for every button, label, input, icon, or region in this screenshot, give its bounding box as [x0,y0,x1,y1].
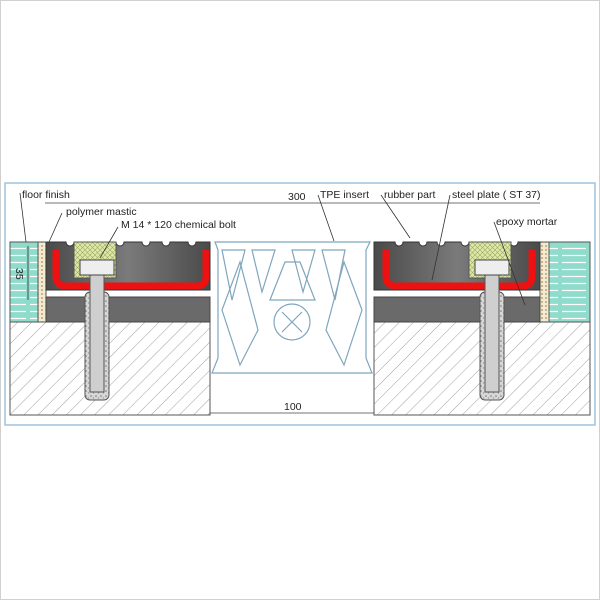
steel-plate-left [52,250,210,290]
bolt-nut-left [79,259,115,276]
drawing-frame [4,182,596,426]
dimension-100: 100 [284,401,302,413]
label-polymer-mastic: polymer mastic [66,206,137,218]
polymer-mastic-right [539,241,550,323]
label-chemical-bolt: M 14 * 120 chemical bolt [121,219,236,231]
leader-lines [19,192,526,306]
bolt-nut-right [474,259,510,276]
label-rubber-part: rubber part [384,189,435,201]
concrete-left [9,321,211,416]
chemical-bolt-left [89,261,105,393]
polymer-mastic-left [37,241,47,323]
label-epoxy-mortar: epoxy mortar [496,216,558,228]
dimension-300: 300 [288,191,306,203]
epoxy-mortar-right [373,296,541,323]
steel-plate-right [382,250,536,290]
chemical-bolt-right [484,261,500,393]
dimension-35: 35 [13,268,25,280]
label-steel-plate: steel plate ( ST 37) [452,189,541,201]
label-tpe-insert: TPE insert [320,189,369,201]
floor-finish-left [9,241,39,323]
tpe-insert [211,241,373,374]
epoxy-mortar-left [45,296,211,323]
label-floor-finish: floor finish [22,189,70,201]
floor-finish-right [548,241,591,323]
